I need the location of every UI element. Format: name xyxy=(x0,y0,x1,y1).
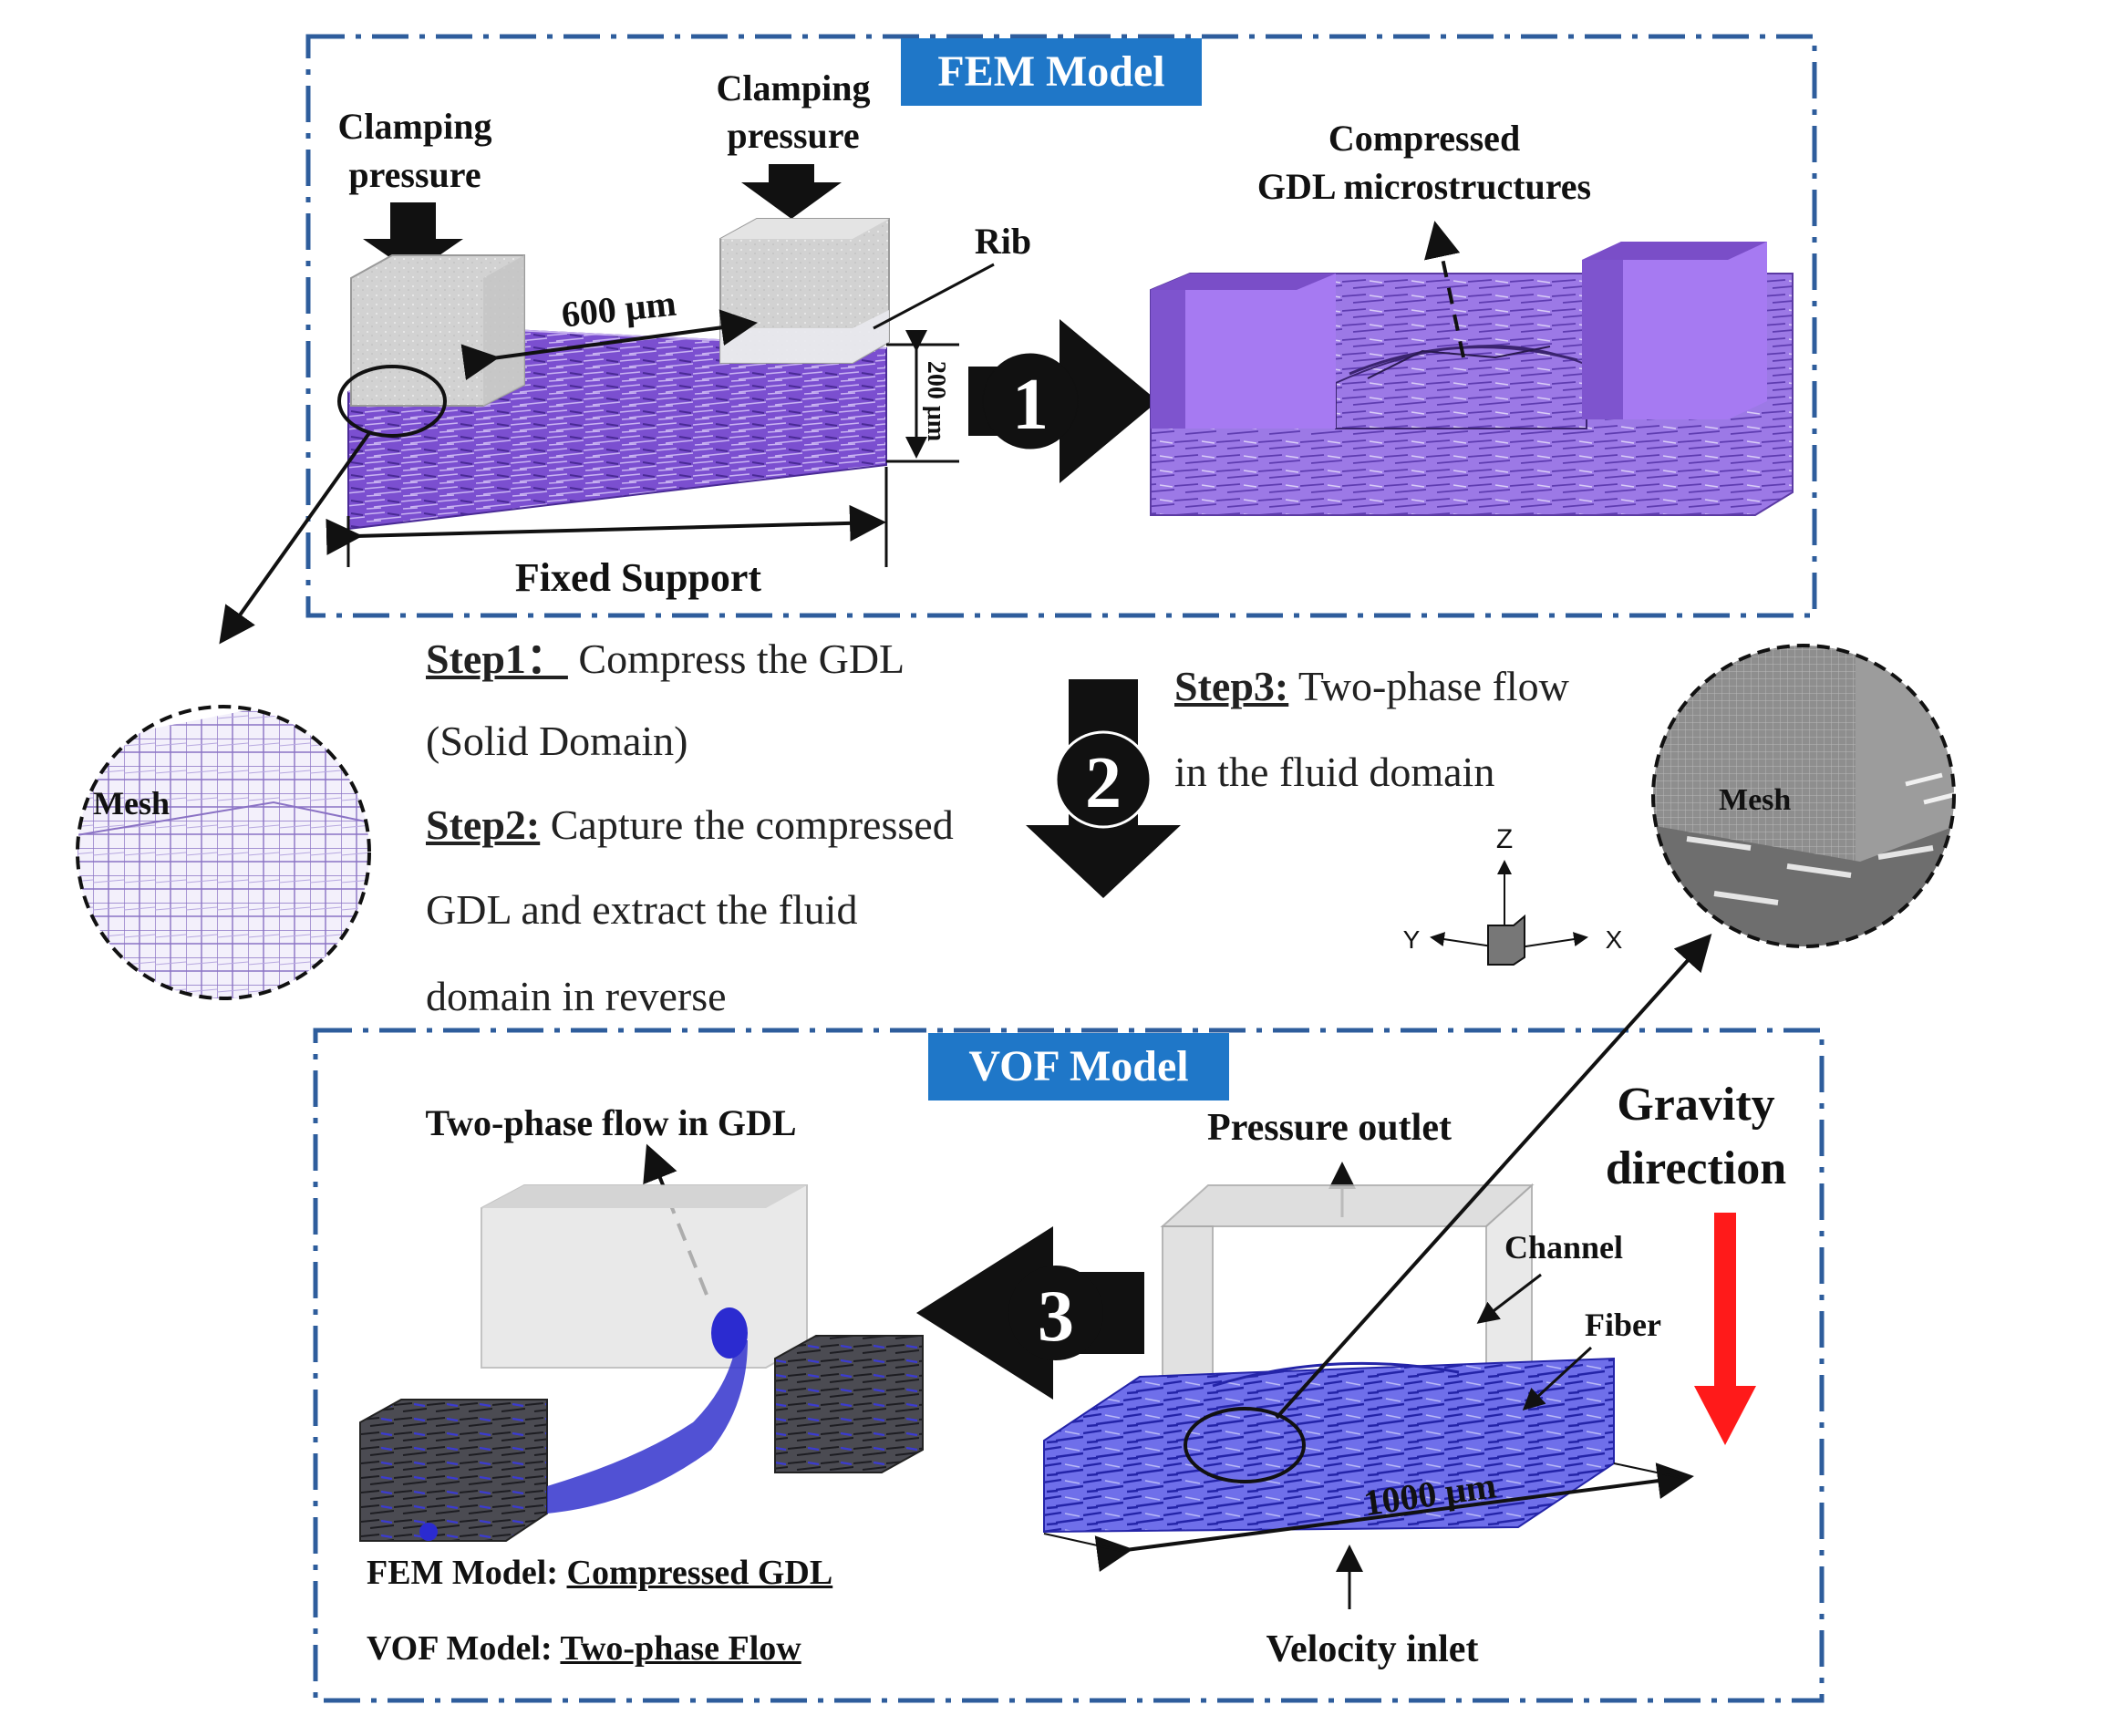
axis-y-label: Y xyxy=(1403,925,1421,954)
step-1-number: 1 xyxy=(1012,365,1049,445)
step1-heading: Step1： xyxy=(426,636,568,682)
clamping-right-line1: Clamping xyxy=(717,67,871,108)
gravity-arrow xyxy=(1694,1213,1756,1445)
rib-label: Rib xyxy=(975,221,1031,262)
channel-label: Channel xyxy=(1504,1229,1623,1266)
axis-cube xyxy=(1487,914,1525,966)
fiber-leader xyxy=(1522,1346,1593,1411)
compressed-rib-left xyxy=(1151,274,1336,429)
step2-line3: domain in reverse xyxy=(426,973,727,1019)
mesh-zoom-left-border xyxy=(76,705,371,1000)
step3-line1: Step3: Two-phase flow xyxy=(1174,666,1569,708)
vof-model-frame xyxy=(313,1028,1825,1703)
gdl-block-right xyxy=(774,1335,924,1473)
dim-600-label: 600 μm xyxy=(560,283,678,336)
axis-z-label: Z xyxy=(1496,824,1513,854)
axis-x-label: X xyxy=(1606,925,1623,954)
step3-heading: Step3: xyxy=(1174,663,1289,709)
compressed-pointer xyxy=(1424,221,1465,358)
two-phase-flow-path xyxy=(547,1340,748,1514)
step-2-number: 2 xyxy=(1085,743,1122,823)
clamping-right-line2: pressure xyxy=(727,115,859,156)
vof-title-badge xyxy=(928,1033,1229,1100)
channel-box-left xyxy=(481,1184,808,1369)
fem-title: FEM Model xyxy=(937,47,1164,96)
legend-fem: FEM Model: Compressed GDL xyxy=(367,1553,832,1593)
channel-leader xyxy=(1476,1273,1542,1324)
step2-text-a: Capture the compressed xyxy=(540,801,954,848)
vof-mesh-callout-line xyxy=(1275,934,1712,1420)
compressed-label-line1: Compressed xyxy=(1328,118,1520,159)
mesh-callout-ellipse xyxy=(337,365,447,438)
mesh-zoom-left xyxy=(78,707,369,998)
clamping-left-line1: Clamping xyxy=(338,106,492,147)
droplet xyxy=(711,1307,748,1359)
fem-model-frame xyxy=(305,34,1817,618)
velocity-inlet-label: Velocity inlet xyxy=(1266,1628,1479,1670)
step1-line1: Step1： Compress the GDL xyxy=(426,638,905,680)
clamping-left-line2: pressure xyxy=(348,154,481,195)
dim-200-label: 200 μm xyxy=(922,361,950,441)
channel-top xyxy=(1160,1184,1535,1227)
legend-fem-prefix: FEM Model: xyxy=(367,1554,567,1592)
mesh-zoom-right-border xyxy=(1651,644,1956,948)
clamping-right-arrow xyxy=(741,164,842,219)
step2-line2: GDL and extract the fluid xyxy=(426,886,858,933)
pressure-outlet-label: Pressure outlet xyxy=(1207,1107,1452,1149)
mesh-callout-line xyxy=(219,431,371,645)
legend-vof-prefix: VOF Model: xyxy=(367,1629,561,1668)
legend-vof: VOF Model: Two-phase Flow xyxy=(367,1628,801,1669)
step3-line2: in the fluid domain xyxy=(1174,749,1495,795)
fixed-support-line xyxy=(326,504,886,555)
mesh-zoom-right xyxy=(1653,646,1954,946)
mesh-right-label: Mesh xyxy=(1719,783,1791,817)
dim-600-line xyxy=(460,309,758,381)
vof-title: VOF Model xyxy=(968,1042,1188,1090)
mesh-left-label: Mesh xyxy=(93,785,170,822)
dim-1000-line xyxy=(1094,1462,1694,1572)
step-3-number: 3 xyxy=(1038,1276,1074,1357)
gravity-line1: Gravity xyxy=(1617,1079,1774,1131)
rib-leader xyxy=(873,263,995,330)
step1-text-a: Compress the GDL xyxy=(567,636,905,682)
compressed-label-line2: GDL microstructures xyxy=(1257,166,1591,207)
fixed-support-label: Fixed Support xyxy=(515,555,762,600)
step2-line1: Step2: Capture the compressed xyxy=(426,804,954,846)
fem-title-badge xyxy=(901,38,1202,106)
step1-line2: (Solid Domain) xyxy=(426,718,688,764)
fiber-label: Fiber xyxy=(1585,1307,1661,1343)
legend-vof-value: Two-phase Flow xyxy=(560,1629,801,1668)
vof-fluid-domain xyxy=(1043,1357,1615,1534)
axis-x xyxy=(1513,932,1588,949)
legend-fem-value: Compressed GDL xyxy=(566,1554,833,1592)
gravity-line2: direction xyxy=(1606,1142,1786,1194)
two-phase-pointer xyxy=(643,1143,708,1296)
gdl-block-left xyxy=(359,1399,548,1542)
two-phase-label: Two-phase flow in GDL xyxy=(425,1102,796,1143)
step3-text-a: Two-phase flow xyxy=(1288,663,1569,709)
step2-heading: Step2: xyxy=(426,801,541,848)
compressed-rib-right xyxy=(1582,242,1767,419)
